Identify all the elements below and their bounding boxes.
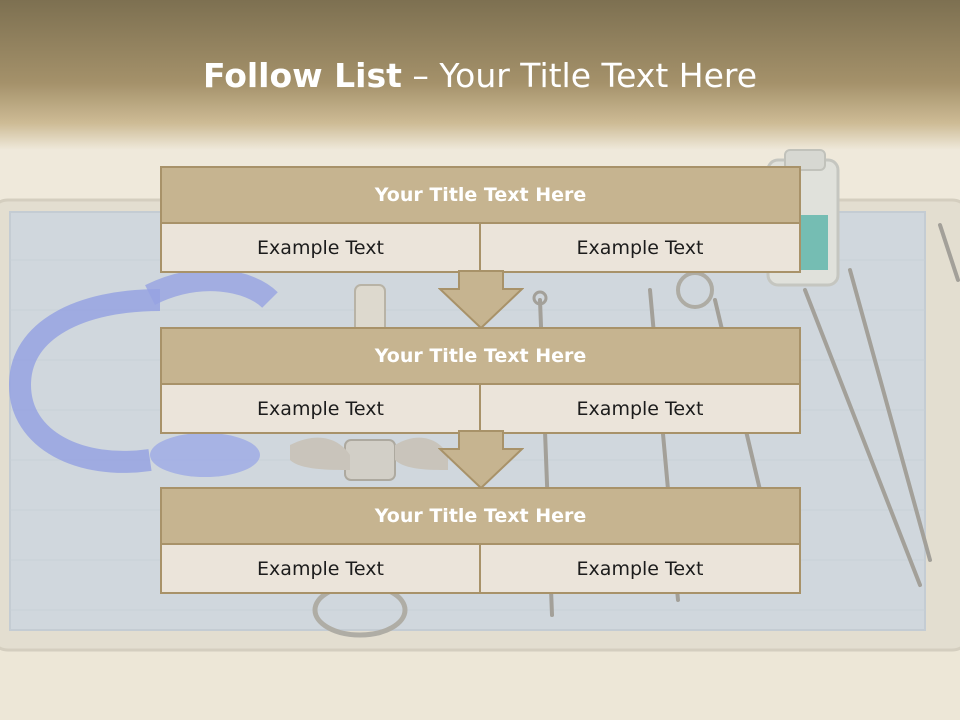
down-arrow-icon	[438, 430, 524, 490]
down-arrow-icon	[438, 270, 524, 330]
step-3-left-text: Example Text	[160, 543, 481, 594]
step-1-heading: Your Title Text Here	[160, 166, 801, 224]
step-1-right-text: Example Text	[479, 222, 801, 273]
slide-title-rest: – Your Title Text Here	[401, 56, 758, 95]
slide-title-bold: Follow List	[202, 56, 402, 95]
step-2-left-text: Example Text	[160, 383, 481, 434]
step-1-left-text: Example Text	[160, 222, 481, 273]
step-2-right-text: Example Text	[479, 383, 801, 434]
slide-title: Follow List – Your Title Text Here	[0, 52, 960, 100]
header-band	[0, 0, 960, 150]
step-3-heading: Your Title Text Here	[160, 487, 801, 545]
step-3-right-text: Example Text	[479, 543, 801, 594]
step-2-heading: Your Title Text Here	[160, 327, 801, 385]
